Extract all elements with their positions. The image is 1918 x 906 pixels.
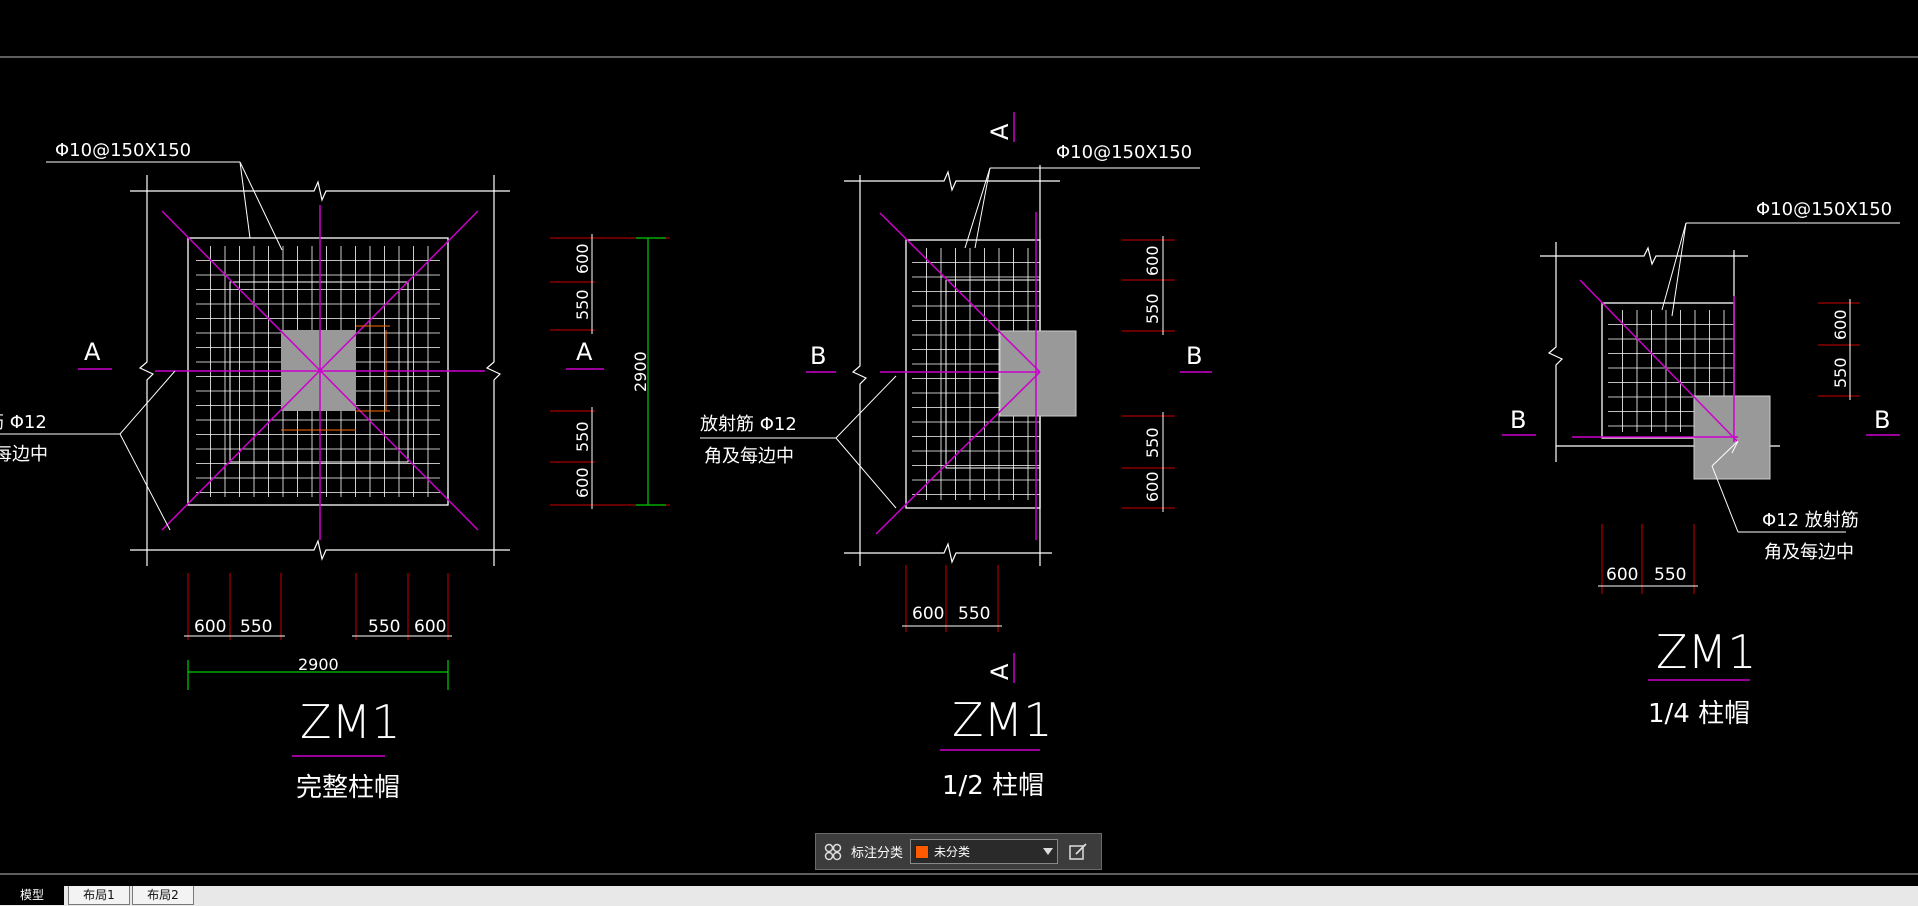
dim-right-3: 550: [573, 421, 592, 452]
bottom-dim-extensions: [1601, 524, 1695, 594]
drawing-quarter-cap[interactable]: Φ10@150X150 Φ12 放射筋 角及每边中 B B 600 550: [1502, 199, 1900, 729]
dim-right-2: 550: [1831, 357, 1850, 388]
dim-bottom-2: 550: [958, 604, 990, 624]
mesh-label: Φ10@150X150: [1056, 142, 1192, 163]
radial-leader: [1711, 440, 1846, 533]
radial-bars: [1572, 279, 1739, 443]
radial-label-2: 角及每边中: [704, 446, 794, 467]
dim-bottom-3: 550: [368, 617, 400, 637]
outer-boundary: [130, 175, 510, 566]
chevron-down-icon: [1043, 848, 1054, 855]
bottom-dim-extensions: [187, 573, 449, 640]
dim-bottom-2: 550: [1654, 565, 1686, 585]
right-dim-extensions: [550, 237, 670, 506]
dim-total-bottom: 2900: [298, 655, 339, 674]
total-dim-bottom: [187, 660, 449, 690]
dim-right-1: 600: [1143, 245, 1162, 276]
radial-bars: [155, 205, 485, 540]
grid-icon[interactable]: [822, 841, 844, 863]
dim-right-1: 600: [1831, 309, 1850, 340]
section-label-right: B: [1186, 342, 1202, 370]
annotation-category-select[interactable]: 未分类: [910, 839, 1059, 864]
section-label-left: B: [810, 342, 826, 370]
mesh-leader: [46, 161, 283, 251]
radial-label-1: 筋 Φ12: [0, 412, 47, 433]
tab-layout2[interactable]: 布局2: [132, 886, 194, 905]
mesh-leader: [964, 167, 1200, 249]
dim-right-3: 550: [1143, 427, 1162, 458]
annotation-category-label: 标注分类: [851, 846, 904, 861]
annotation-toolbar: 标注分类 未分类: [815, 833, 1102, 870]
dim-right-1: 600: [573, 243, 592, 274]
column-dim-annotation: [281, 325, 390, 431]
section-label-top: A: [986, 123, 1014, 140]
dim-bottom-4: 600: [414, 617, 446, 637]
dim-bottom-1: 600: [194, 617, 226, 637]
layout-tabbar: 模型 布局1 布局2: [0, 886, 1918, 906]
dim-right-4: 600: [573, 467, 592, 498]
dim-total-right: 2900: [631, 351, 650, 392]
mesh-leader: [1661, 222, 1900, 317]
radial-leader: [700, 375, 897, 509]
drawing-subtitle: 1/4 柱帽: [1648, 699, 1750, 729]
radial-label-2: 角及每边中: [1764, 542, 1854, 563]
drawing-title: ZM1: [1656, 625, 1756, 679]
drawing-subtitle: 完整柱帽: [296, 773, 400, 803]
radial-label-1: Φ12 放射筋: [1762, 510, 1859, 531]
radial-leader: [0, 370, 176, 531]
section-label-bottom: A: [986, 663, 1014, 680]
dim-right-2: 550: [573, 289, 592, 320]
selected-category: 未分类: [934, 845, 971, 859]
right-dim-extensions: [1818, 302, 1860, 397]
radial-bars: [875, 212, 1041, 540]
dim-bottom-1: 600: [912, 604, 944, 624]
drawing-subtitle: 1/2 柱帽: [942, 771, 1044, 801]
drawing-full-cap[interactable]: Φ10@150X150 筋 Φ12 每边中 A A 600 550 550: [0, 140, 670, 803]
section-label-left: B: [1510, 406, 1526, 434]
mesh-label: Φ10@150X150: [1756, 199, 1892, 220]
dim-bottom-2: 550: [240, 617, 272, 637]
section-label-right: A: [576, 338, 593, 366]
edit-icon[interactable]: [1065, 839, 1091, 865]
bottom-dim-extensions: [905, 565, 999, 632]
tab-model[interactable]: 模型: [0, 886, 64, 905]
drawing-title: ZM1: [952, 693, 1052, 747]
drawing-title: ZM1: [300, 695, 400, 749]
total-dim-right: [636, 237, 666, 506]
drop-outline: [945, 280, 1040, 469]
drop-panel-outline: [229, 281, 409, 463]
drawing-half-cap[interactable]: Φ10@150X150 放射筋 Φ12 角及每边中 A A B B 600 55…: [700, 112, 1212, 801]
radial-label-2: 每边中: [0, 444, 48, 465]
section-label-left: A: [84, 338, 101, 366]
section-label-right: B: [1874, 406, 1890, 434]
dim-bottom-1: 600: [1606, 565, 1638, 585]
category-color-swatch: [915, 844, 930, 859]
mesh-label: Φ10@150X150: [55, 140, 191, 161]
tab-layout1[interactable]: 布局1: [68, 886, 130, 905]
radial-label-1: 放射筋 Φ12: [700, 414, 797, 435]
right-dim-extensions: [1122, 239, 1175, 509]
dim-right-4: 600: [1143, 471, 1162, 502]
dim-right-2: 550: [1143, 293, 1162, 324]
